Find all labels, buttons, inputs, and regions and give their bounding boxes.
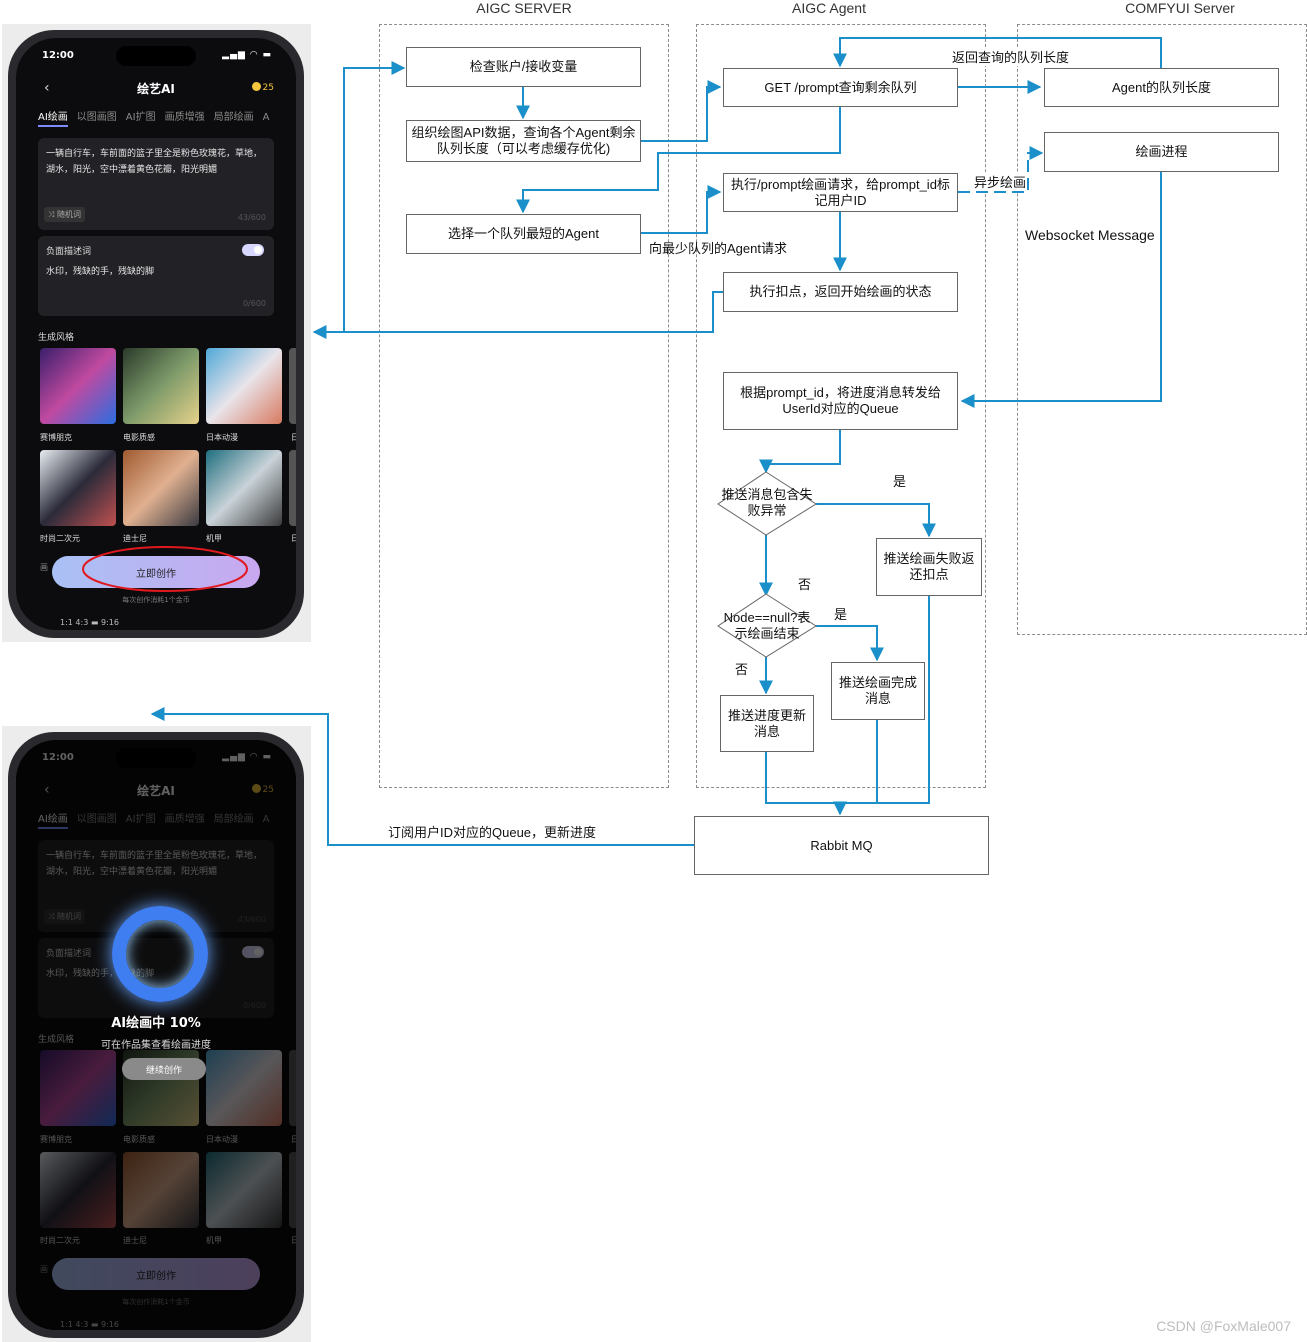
negative-text[interactable]: 水印，残缺的手，残缺的脚 [46, 267, 155, 277]
box-draw-progress: 绘画进程 [1044, 132, 1279, 172]
tab-more[interactable]: A [262, 112, 270, 123]
label-yes-node: 是 [834, 607, 848, 622]
style-section-title: 生成风格 [38, 333, 75, 343]
negative-toggle[interactable] [242, 244, 264, 256]
box-agent-queue-length: Agent的队列长度 [1044, 68, 1279, 107]
prompt-card[interactable]: 一辆自行车，车前面的篮子里全是粉色玫瑰花，草地，湖水，阳光，空中漂着黄色花瓣，阳… [38, 138, 274, 230]
box-deduct: 执行扣点，返回开始绘画的状态 [723, 272, 958, 312]
style-label: 机甲 [206, 534, 222, 543]
back-icon[interactable]: ‹ [44, 80, 50, 96]
phone-frame-2: 12:00 ▂▄▆ ◠ ▬ ‹ 绘艺AI 25 AI绘画以图画图AI扩图画质增强… [8, 732, 304, 1338]
dynamic-island [116, 46, 196, 66]
style-thumb-cyberpunk[interactable] [40, 348, 116, 424]
box-exec-prompt: 执行/prompt绘画请求，给prompt_id标记用户ID [723, 173, 958, 212]
decision-fail-check-text: 推送消息包含失败异常 [721, 487, 813, 518]
decision-node-null-text: Node==null?表示绘画结束 [723, 610, 811, 641]
negative-prompt-card[interactable]: 负面描述词 水印，残缺的手，残缺的脚 0/600 [38, 236, 274, 316]
tab-inpaint[interactable]: 局部绘画 [213, 112, 254, 123]
box-choose-agent: 选择一个队列最短的Agent [406, 214, 641, 254]
style-label: 赛博朋克 [40, 433, 72, 442]
style-label: 日本动漫 [206, 433, 238, 442]
progress-text: AI绘画中 10% [111, 1016, 201, 1031]
tab-ai-draw[interactable]: AI绘画 [38, 112, 68, 127]
loading-overlay [16, 740, 296, 1330]
app-title: 绘艺AI [137, 82, 175, 96]
box-push-fail: 推送绘画失败返还扣点 [876, 538, 982, 596]
label-no-node: 否 [735, 662, 749, 677]
progress-subtext: 可在作品集查看绘画进度 [101, 1040, 211, 1051]
tab-image-to-image[interactable]: 以图画图 [76, 112, 117, 123]
box-check-account: 检查账户/接收变量 [406, 47, 641, 87]
loading-ring-icon [112, 906, 208, 1002]
label-async-draw: 异步绘画 [974, 172, 1027, 191]
random-words-button[interactable]: ⤨ 随机词 [44, 207, 85, 222]
lane-title-agent: AIGC Agent [792, 0, 866, 16]
style-thumb-mecha[interactable] [206, 450, 282, 526]
create-cost-note: 每次创作消耗1个金币 [122, 596, 190, 604]
label-return-queue-length: 返回查询的队列长度 [952, 47, 1070, 66]
coin-balance[interactable]: 25 [251, 82, 274, 93]
style-thumb-disney[interactable] [123, 450, 199, 526]
prompt-count: 43/600 [237, 213, 266, 222]
negative-title: 负面描述词 [46, 247, 92, 257]
label-no-fail: 否 [798, 577, 812, 592]
label-yes-fail: 是 [893, 474, 907, 489]
mode-tabs: AI绘画以图画图 AI扩图画质增强局部绘画 A [38, 108, 278, 127]
label-subscribe-queue: 订阅用户ID对应的Queue，更新进度 [388, 825, 597, 840]
lane-comfyui-server [1017, 24, 1307, 635]
style-thumb-more[interactable] [289, 450, 296, 526]
signal-wifi-battery-icon: ▂▄▆ ◠ ▬ [222, 50, 272, 60]
label-request-agent: 向最少队列的Agent请求 [649, 241, 787, 256]
phone-frame-1: 12:00 ▂▄▆ ◠ ▬ ‹ 绘艺AI 25 AI绘画以图画图 AI扩图画质增强… [8, 30, 304, 638]
phone-screen-1: 12:00 ▂▄▆ ◠ ▬ ‹ 绘艺AI 25 AI绘画以图画图 AI扩图画质增强… [16, 38, 296, 630]
label-websocket-message: Websocket Message [1025, 227, 1155, 243]
negative-count: 0/600 [242, 299, 266, 308]
box-get-prompt: GET /prompt查询剩余队列 [723, 68, 958, 107]
coin-count: 25 [262, 83, 274, 93]
create-now-button[interactable]: 立即创作 [52, 556, 260, 588]
tab-outpaint[interactable]: AI扩图 [125, 112, 156, 123]
box-forward: 根据prompt_id，将进度消息转发给UserId对应的Queue [723, 372, 958, 430]
style-thumb-cinematic[interactable] [123, 348, 199, 424]
lane-title-comfy: COMFYUI Server [1125, 0, 1235, 16]
style-label: 时尚二次元 [40, 534, 80, 543]
watermark: CSDN @FoxMale007 [1156, 1318, 1291, 1334]
style-thumb-anime[interactable] [206, 348, 282, 424]
tab-enhance[interactable]: 画质增强 [164, 112, 205, 123]
aspect-ratio-options[interactable]: 1:1 4:3 ▬ 9:16 [60, 618, 119, 627]
style-label: 迪士尼 [123, 534, 147, 543]
style-label: 日 [291, 534, 296, 543]
box-rabbit-mq: Rabbit MQ [694, 816, 989, 875]
continue-create-button[interactable]: 继续创作 [122, 1058, 206, 1080]
prompt-text[interactable]: 一辆自行车，车前面的篮子里全是粉色玫瑰花，草地，湖水，阳光，空中漂着黄色花瓣，阳… [46, 149, 263, 175]
style-thumb-fashion[interactable] [40, 450, 116, 526]
lane-title-server: AIGC SERVER [476, 0, 572, 16]
box-push-progress: 推送进度更新消息 [720, 695, 814, 752]
style-thumb-more[interactable] [289, 348, 296, 424]
phone-screen-2: 12:00 ▂▄▆ ◠ ▬ ‹ 绘艺AI 25 AI绘画以图画图AI扩图画质增强… [16, 740, 296, 1330]
style-label: 日 [291, 433, 296, 442]
box-push-done: 推送绘画完成消息 [831, 662, 925, 720]
style-label: 电影质感 [123, 433, 155, 442]
partial-section-label: 画 [40, 563, 48, 572]
coin-icon [251, 82, 261, 91]
status-time: 12:00 [42, 50, 74, 61]
box-collect-queue: 组织绘图API数据，查询各个Agent剩余队列长度（可以考虑缓存优化) [406, 120, 641, 162]
